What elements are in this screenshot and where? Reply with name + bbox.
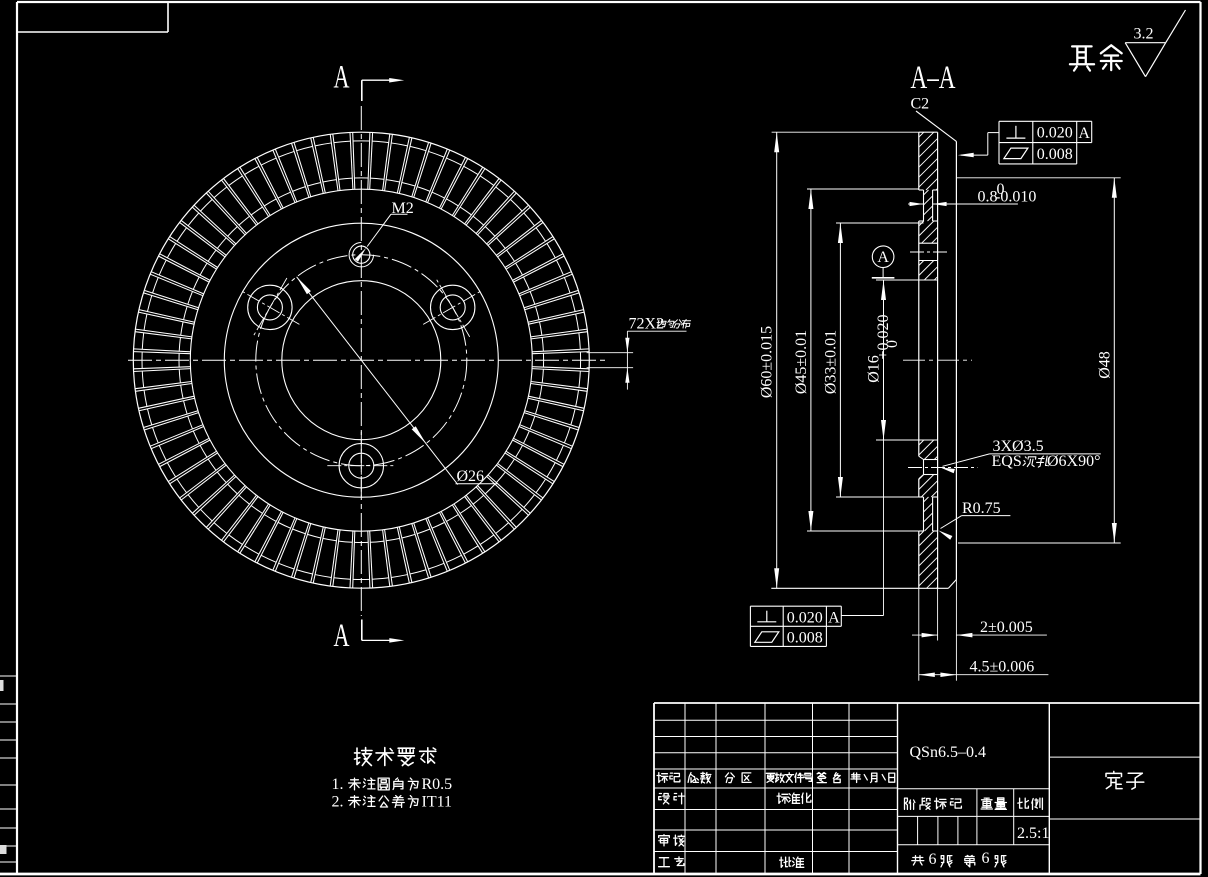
svg-text:0.8: 0.8: [978, 189, 998, 206]
svg-text:3.2: 3.2: [1134, 26, 1154, 43]
svg-text:0.008: 0.008: [787, 630, 823, 647]
svg-text:Ø16: Ø16: [866, 355, 883, 383]
svg-text:0: 0: [884, 340, 901, 348]
svg-text:Ø60±0.015: Ø60±0.015: [759, 326, 776, 398]
svg-text:72X2: 72X2: [629, 316, 665, 333]
svg-text:Ø26: Ø26: [457, 468, 485, 485]
svg-text:2±0.005: 2±0.005: [980, 619, 1033, 636]
svg-text:4.5±0.006: 4.5±0.006: [970, 659, 1035, 676]
svg-text:R0.5: R0.5: [422, 776, 453, 793]
svg-text:Ø33±0.01: Ø33±0.01: [823, 330, 840, 394]
svg-text:0.020: 0.020: [787, 610, 823, 627]
svg-text:A: A: [334, 618, 350, 654]
svg-text:-0.010: -0.010: [995, 189, 1036, 206]
svg-text:QSn6.5–0.4: QSn6.5–0.4: [910, 744, 986, 761]
svg-text:0: 0: [997, 181, 1005, 198]
svg-text:M2: M2: [392, 200, 414, 217]
svg-text:A: A: [1078, 125, 1090, 142]
svg-text:EQS: EQS: [992, 453, 1022, 470]
svg-text:A: A: [877, 249, 889, 266]
svg-text:0.008: 0.008: [1037, 146, 1073, 163]
svg-text:IT11: IT11: [422, 794, 453, 811]
svg-text:6: 6: [982, 850, 990, 867]
svg-text:A: A: [334, 60, 350, 96]
svg-text:Ø45±0.01: Ø45±0.01: [793, 330, 810, 394]
svg-text:6: 6: [929, 851, 937, 868]
svg-text:+0.020: +0.020: [875, 314, 892, 359]
svg-text:R0.75: R0.75: [962, 500, 1001, 517]
svg-text:0.020: 0.020: [1037, 125, 1073, 142]
svg-text:1.: 1.: [332, 776, 344, 793]
svg-text:A: A: [828, 610, 840, 627]
svg-text:Ø48: Ø48: [1097, 351, 1114, 379]
svg-text:2.5:1: 2.5:1: [1017, 825, 1049, 842]
svg-text:A–A: A–A: [911, 60, 956, 96]
svg-text:Ø6X90°: Ø6X90°: [1047, 453, 1101, 470]
svg-text:3XØ3.5: 3XØ3.5: [993, 438, 1044, 455]
svg-text:2.: 2.: [332, 794, 344, 811]
svg-text:C2: C2: [911, 96, 930, 113]
